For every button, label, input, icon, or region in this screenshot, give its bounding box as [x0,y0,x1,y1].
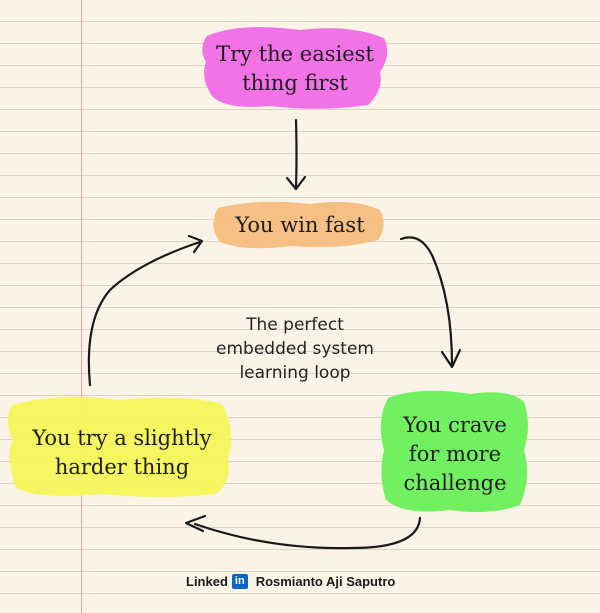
center-label: The perfect embedded system learning loo… [190,313,400,385]
notebook-margin-line [81,0,82,613]
center-label-line-1: The perfect [246,315,344,335]
arrowhead-start-to-win [285,175,307,191]
arrow-win-to-crave [399,236,454,367]
node-crave-line-3: challenge [403,471,507,495]
highlight-start [202,27,388,109]
center-label-line-3: learning loop [239,363,351,383]
center-label-line-2: embedded system [216,339,374,359]
arrow-harder-to-win [87,240,202,387]
arrow-start-to-win [294,118,298,190]
highlight-crave [380,390,528,513]
linkedin-icon: in [231,573,248,589]
node-start-line-1: Try the easiest [216,42,374,66]
node-win-text: You win fast [210,211,390,240]
node-win-line-1: You win fast [235,213,365,237]
node-crave-line-2: for more [408,442,502,466]
node-harder-line-2: harder thing [54,455,190,479]
highlight-win [213,201,384,249]
node-crave-line-1: You crave [403,413,507,437]
node-start-text: Try the easiest thing first [195,40,395,98]
node-start-line-2: thing first [242,71,348,95]
arrowhead-harder-to-win [187,234,204,254]
footer-credit: Linked in Rosmianto Aji Saputro [186,571,395,591]
linkedin-logo-text: Linked [186,573,228,589]
arrowhead-crave-to-harder [184,514,207,533]
arrow-crave-to-harder [193,516,422,550]
node-harder-text: You try a slightly harder thing [8,424,236,482]
node-crave-text: You crave for more challenge [380,411,530,498]
highlight-harder [8,396,231,497]
node-harder-line-1: You try a slightly [32,426,212,450]
arrowhead-win-to-crave [440,348,462,369]
author-name: Rosmianto Aji Saputro [255,573,396,589]
